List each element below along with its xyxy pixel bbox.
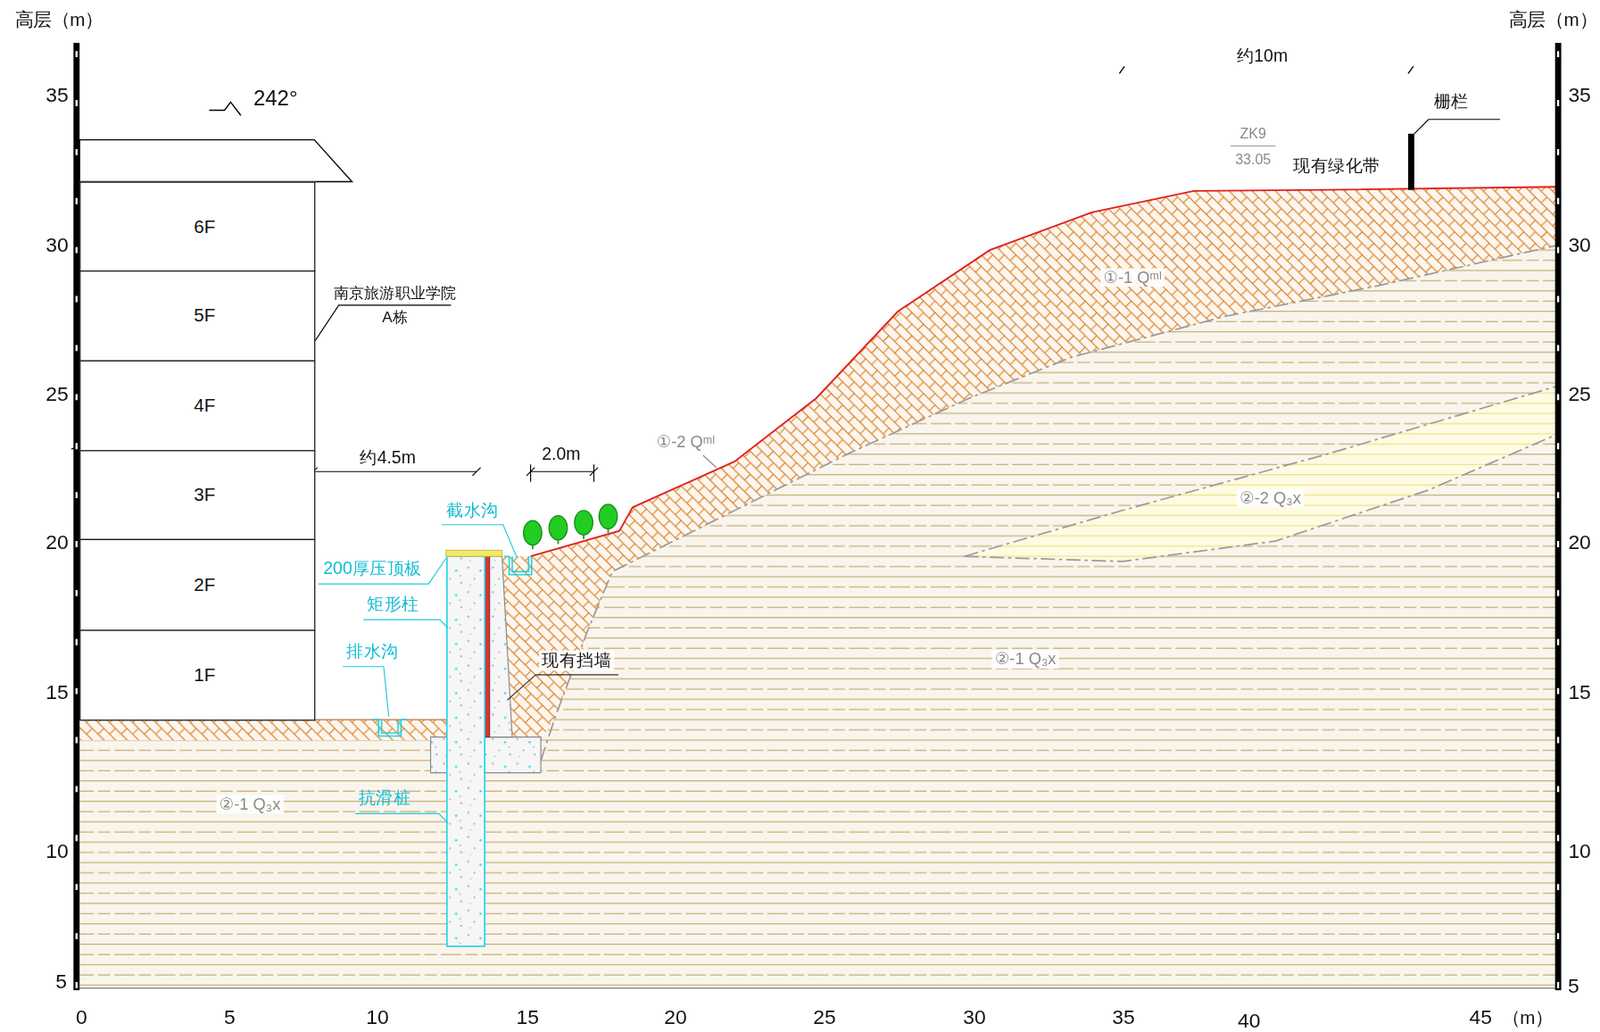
tick-label: 20 [663,1005,687,1029]
tick-label: 30 [962,1005,986,1029]
tree-row [523,504,618,549]
borehole-rule [1230,145,1276,147]
stratum-label: ②-1 Q₃x [215,795,283,814]
design-label: 200厚压顶板 [323,558,422,579]
axis-unit: （m） [1501,1006,1554,1028]
stratum-label: ①-2 Qᵐˡ [653,432,718,452]
dimension-line [526,464,598,481]
dimension-label: 约4.5m [359,447,416,468]
tick-label: 25 [812,1005,836,1029]
dimension-label: 约10m [1236,46,1288,67]
tick-label: 30 [1567,232,1591,257]
floor-label: 6F [193,215,216,238]
leader-line [1414,119,1501,134]
tick-label: 35 [45,82,68,107]
tick-label: 20 [1567,530,1591,554]
leader-line [441,524,518,559]
tick-label: 0 [75,1005,88,1029]
tick-label: 40 [1237,1008,1261,1032]
dimension-label: 2.0m [541,444,581,465]
leader-line [506,674,619,701]
ground-surface [530,186,1559,556]
leader-line [703,455,717,468]
fill-soil-layer [79,719,448,740]
tick-label: 5 [223,1005,236,1029]
elevation-axis [73,42,80,990]
bearing-label: 242° [253,85,299,111]
tree [523,520,543,545]
floor-label: 3F [193,484,216,506]
lens-layer [964,385,1559,562]
structure-label: 现有挡墙 [538,650,615,671]
tick-label: 30 [45,232,68,257]
tick-label: 35 [1567,82,1591,107]
tree [574,510,594,535]
tree [548,514,568,539]
tick-label: 10 [1567,839,1591,863]
tick-label: 5 [1567,973,1580,997]
area-label: 现有绿化带 [1293,156,1380,176]
building-roof [79,140,352,183]
fence [1408,133,1415,191]
dimension-line [308,467,481,476]
borehole-elevation: 33.05 [1235,150,1271,167]
building-name: 南京旅游职业学院 A栋 [333,280,456,330]
axis-title: 高层（m） [15,9,104,32]
floor-box: 6F [79,182,316,273]
design-label: 矩形柱 [366,594,419,614]
tick-label: 25 [1567,381,1591,406]
axis-title: 高层（m） [1508,9,1598,32]
leader-line [363,619,448,628]
floor-box: 5F [79,270,316,362]
tick-label: 5 [55,969,67,994]
base-line [79,986,1559,988]
tick-label: 10 [365,1005,389,1029]
intercept-ditch [504,555,532,575]
dimension-tick [1119,66,1413,74]
floor-box: 3F [79,449,316,540]
floor-label: 1F [193,663,216,686]
leader-line [355,812,448,822]
floor-label: 2F [193,573,216,596]
tick-label: 10 [45,839,68,863]
drain-ditch [373,719,407,736]
tick-label: 20 [45,530,68,554]
stratum-label: ②-2 Q₃x [1236,489,1304,508]
tick-label: 35 [1111,1005,1135,1029]
tick-label: 15 [515,1005,539,1029]
design-label: 截水沟 [446,500,498,521]
leader-line [342,666,389,717]
leader-line [318,557,447,584]
floor-box: 1F [79,630,316,722]
fence-label: 栅栏 [1434,91,1469,112]
elevation-axis [1555,42,1562,990]
tick-label: 15 [1567,679,1591,704]
tick-label: 15 [45,679,68,704]
design-label: 排水沟 [346,640,398,661]
floor-label: 4F [193,395,216,417]
sky [79,30,1559,720]
floor-box: 2F [79,538,316,631]
layer-boundary [964,433,1559,562]
axis-dash [75,50,78,988]
stratum-label: ②-1 Q₃x [991,649,1059,669]
axis-dash [1557,50,1559,988]
floor-label: 5F [193,305,216,327]
floor-box: 4F [79,360,316,452]
anti-slide-pile [447,555,485,946]
layer-boundary [540,244,1559,760]
design-label: 抗滑桩 [358,787,411,808]
borehole-id: ZK9 [1240,125,1267,142]
tick-label: 25 [45,381,68,406]
layer-boundary [964,385,1559,556]
stratum-label: ①-1 Qᵐˡ [1100,268,1165,288]
orientation-mark [208,101,241,116]
tree [598,504,618,529]
wall-liner [484,555,490,737]
cap-plate [446,549,503,556]
tick-label: 45 [1468,1005,1492,1029]
